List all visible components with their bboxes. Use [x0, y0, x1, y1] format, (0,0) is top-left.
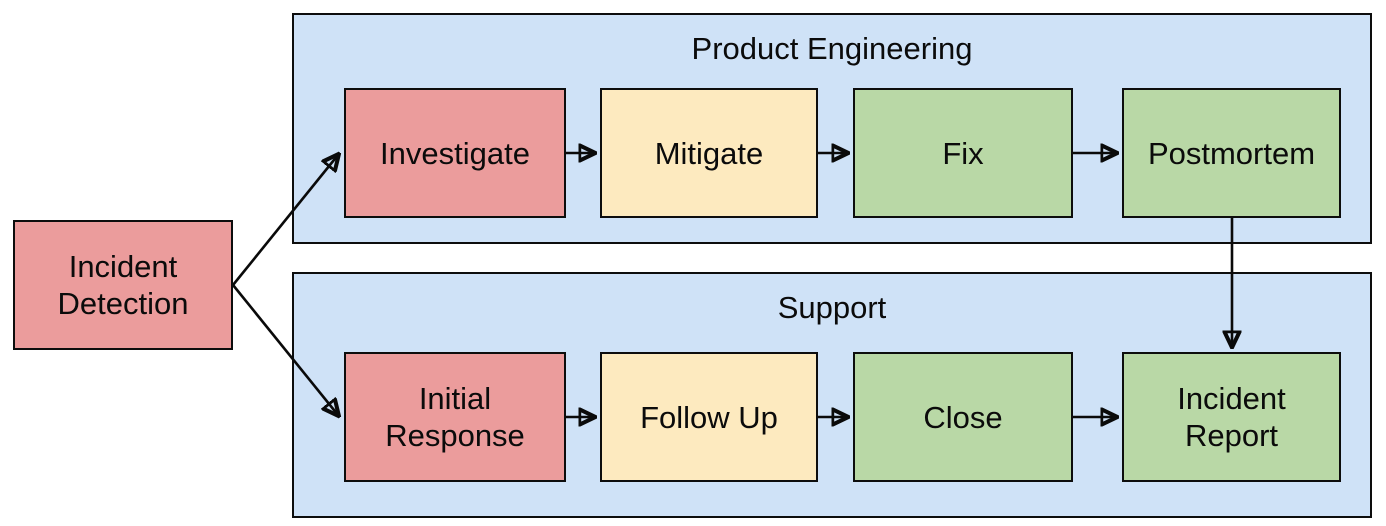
swimlane-title-support: Support: [777, 290, 887, 325]
node-incident-report[interactable]: Incident Report: [1122, 352, 1341, 482]
node-postmortem-label: Postmortem: [1147, 135, 1316, 171]
node-follow-up[interactable]: Follow Up: [600, 352, 818, 482]
node-mitigate[interactable]: Mitigate: [600, 88, 818, 218]
node-mitigate-label: Mitigate: [654, 135, 764, 171]
node-fix-label: Fix: [942, 135, 984, 171]
node-initial-response-label: Initial Response: [385, 381, 525, 453]
swimlane-title-product-engineering: Product Engineering: [691, 31, 973, 66]
node-initial-response[interactable]: Initial Response: [344, 352, 566, 482]
node-postmortem[interactable]: Postmortem: [1122, 88, 1341, 218]
node-incident-detection-label: Incident Detection: [57, 249, 189, 321]
node-close-label: Close: [923, 399, 1003, 435]
node-incident-report-label: Incident Report: [1177, 381, 1286, 453]
node-incident-detection[interactable]: Incident Detection: [13, 220, 233, 350]
node-follow-up-label: Follow Up: [640, 399, 778, 435]
node-close[interactable]: Close: [853, 352, 1073, 482]
node-investigate-label: Investigate: [380, 135, 530, 171]
node-investigate[interactable]: Investigate: [344, 88, 566, 218]
node-fix[interactable]: Fix: [853, 88, 1073, 218]
